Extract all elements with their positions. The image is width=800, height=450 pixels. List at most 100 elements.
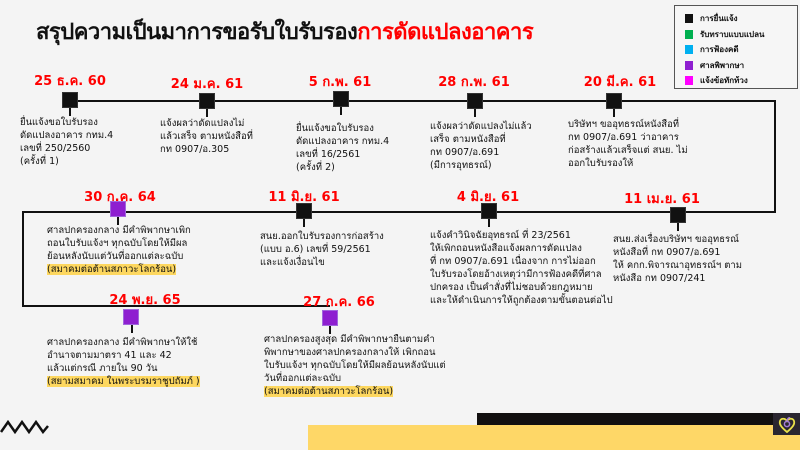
judgment-marker-icon: [322, 310, 338, 326]
title-highlight: การดัดแปลงอาคาร: [357, 20, 534, 45]
event-description: แจ้งผลว่าดัดแปลงไม่ แล้วเสร็จ ตามหนังสือ…: [160, 117, 253, 156]
event-date: 11 มิ.ย. 61: [268, 190, 340, 205]
event-date: 5 ก.พ. 61: [308, 75, 372, 90]
filing-marker-icon: [606, 93, 622, 109]
desc-line: สนย.ออกใบรับรองการก่อสร้าง: [260, 231, 384, 242]
filing-marker-icon: [481, 203, 497, 219]
legend-label: ศาลพิพากษา: [700, 60, 745, 70]
connector-tick: [303, 219, 305, 227]
judgment-marker-icon: [110, 201, 126, 217]
desc-line: แล้วเสร็จ ตามหนังสือที่: [160, 131, 253, 142]
purple-swatch-icon: [685, 60, 693, 70]
event-date: 30 ก.ค. 64: [84, 190, 156, 205]
desc-line: ปกครอง เป็นคำสั่งที่ไม่ชอบด้วยกฎหมาย: [430, 282, 593, 293]
legend-item-filing: การยื่นแจ้ง: [685, 11, 797, 27]
connector-tick: [474, 109, 476, 117]
desc-line: แล้วแต่กรณี ภายใน 90 วัน: [47, 363, 158, 374]
filing-marker-icon: [296, 203, 312, 219]
connector-tick: [117, 217, 119, 225]
desc-line: ออกใบรับรองให้: [568, 158, 634, 169]
zigzag-decoration-icon: [0, 419, 49, 434]
plaintiff-highlight: (สยามสมาคม ในพระบรมราชูปถัมภ์ ): [47, 376, 200, 387]
desc-line: ใบรับแจ้งฯ ทุกฉบับโดยให้มีผลย้อนหลังนับแ…: [264, 360, 446, 371]
plaintiff-highlight: (สมาคมต่อต้านสภาวะโลกร้อน): [47, 264, 177, 275]
filing-marker-icon: [199, 93, 215, 109]
black-swatch-icon: [685, 14, 693, 24]
legend-item-objection: แจ้งข้อทักท้วง: [685, 73, 797, 89]
footer-yellow-bar: [308, 425, 800, 450]
event-description: ศาลปกครองกลาง มีคำพิพากษาเพิก ถอนใบรับแจ…: [47, 224, 191, 276]
desc-line: แจ้งผลว่าดัดแปลงไม่แล้ว: [430, 121, 532, 132]
desc-line: กท 0907/อ.305: [160, 144, 230, 155]
event-date: 24 ม.ค. 61: [170, 77, 244, 92]
desc-line: ถอนใบรับแจ้งฯ ทุกฉบับโดยให้มีผล: [47, 238, 188, 249]
desc-line: และให้ดำเนินการให้ถูกต้องตามขั้นตอนต่อไป: [430, 295, 613, 306]
green-swatch-icon: [685, 29, 693, 39]
title-main: สรุปความเป็นมาการขอรับใบรับรอง: [36, 20, 358, 45]
desc-line: ให้เพิกถอนหนังสือแจ้งผลการดัดแปลง: [430, 243, 582, 254]
desc-line: แจ้งคำวินิจฉัยอุทธรณ์ ที่ 23/2561: [430, 230, 571, 241]
timeline-row3: [22, 305, 330, 307]
desc-line: ศาลปกครองกลาง มีคำพิพากษาเพิก: [47, 225, 191, 236]
desc-line: เลขที่ 16/2561: [296, 149, 361, 160]
desc-line: กท 0907/อ.691: [430, 147, 500, 158]
desc-line: ยื่นแจ้งขอใบรับรอง: [20, 117, 98, 128]
desc-line: และแจ้งเงื่อนไข: [260, 257, 325, 268]
filing-marker-icon: [670, 207, 686, 223]
event-description: บริษัทฯ ขออุทธรณ์หนังสือที่ กท 0907/อ.69…: [568, 118, 688, 170]
desc-line: ดัดแปลงอาคาร กทม.4: [20, 130, 114, 141]
desc-line: ศาลปกครองกลาง มีคำพิพากษาให้ใช้: [47, 337, 198, 348]
heart-logo-icon: [773, 413, 800, 435]
event-date: 4 มิ.ย. 61: [456, 190, 520, 205]
desc-line: หนังสือ กท 0907/241: [613, 273, 706, 284]
desc-line: สนย.ส่งเรื่องบริษัทฯ ขออุทธรณ์: [613, 234, 739, 245]
desc-line: พิพากษาของศาลปกครองกลางให้ เพิกถอน: [264, 347, 436, 358]
desc-line: แจ้งผลว่าดัดแปลงไม่: [160, 118, 245, 129]
legend-label: การยื่นแจ้ง: [700, 14, 738, 24]
desc-line: ยื่นแจ้งขอใบรับรอง: [296, 123, 374, 134]
connector-tick: [677, 223, 679, 231]
connector-tick: [69, 108, 71, 116]
event-description: แจ้งคำวินิจฉัยอุทธรณ์ ที่ 23/2561 ให้เพิ…: [430, 229, 613, 307]
desc-line: ก่อสร้างแล้วเสร็จแต่ สนย. ไม่: [568, 145, 688, 156]
desc-line: ที่ กท 0907/อ.691 เนื่องจาก การไม่ออก: [430, 256, 596, 267]
timeline-row2: [22, 211, 776, 213]
connector-tick: [340, 107, 342, 115]
event-date: 28 ก.พ. 61: [438, 75, 510, 90]
page-title: สรุปความเป็นมาการขอรับใบรับรองการดัดแปลง…: [36, 14, 534, 49]
connector-tick: [131, 325, 133, 333]
event-description: ศาลปกครองสูงสุด มีคำพิพากษายืนตามคำ พิพา…: [264, 333, 446, 398]
desc-line: อำนาจตามมาตรา 41 และ 42: [47, 350, 172, 361]
desc-line: (แบบ อ.6) เลขที่ 59/2561: [260, 244, 371, 255]
event-date: 25 ธ.ค. 60: [34, 74, 106, 89]
desc-line: ศาลปกครองสูงสุด มีคำพิพากษายืนตามคำ: [264, 334, 435, 345]
magenta-swatch-icon: [685, 76, 693, 86]
legend-label: แจ้งข้อทักท้วง: [700, 76, 748, 86]
desc-line: ให้ คกก.พิจารณาอุทธรณ์ฯ ตาม: [613, 260, 743, 271]
legend-label: รับทราบแบบแปลน: [700, 29, 765, 39]
desc-line: ย้อนหลังนับแต่วันที่ออกแต่ละฉบับ: [47, 251, 184, 262]
connector-tick: [488, 219, 490, 227]
desc-line: ดัดแปลงอาคาร กทม.4: [296, 136, 390, 147]
judgment-marker-icon: [123, 309, 139, 325]
desc-line: กท 0907/อ.691 ว่าอาคาร: [568, 132, 679, 143]
legend: การยื่นแจ้ง รับทราบแบบแปลน การฟ้องคดี ศา…: [674, 5, 798, 89]
desc-line: เสร็จ ตามหนังสือที่: [430, 134, 506, 145]
legend-label: การฟ้องคดี: [700, 45, 739, 55]
event-description: ยื่นแจ้งขอใบรับรอง ดัดแปลงอาคาร กทม.4 เล…: [296, 122, 389, 174]
desc-line: เลขที่ 250/2560: [20, 143, 91, 154]
event-date: 27 ก.ค. 66: [303, 295, 375, 310]
filing-marker-icon: [62, 92, 78, 108]
event-date: 20 มี.ค. 61: [583, 75, 657, 90]
event-description: ยื่นแจ้งขอใบรับรอง ดัดแปลงอาคาร กทม.4 เล…: [20, 116, 113, 168]
desc-line: ใบรับรองโดยอ้างเหตุว่ามีการฟ้องคดีที่ศาล: [430, 269, 602, 280]
connector-tick: [206, 109, 208, 117]
footer-dark-bar: [477, 413, 800, 426]
desc-line: วันที่ออกแต่ละฉบับ: [264, 373, 342, 384]
desc-line: บริษัทฯ ขออุทธรณ์หนังสือที่: [568, 119, 680, 130]
filing-marker-icon: [467, 93, 483, 109]
event-date: 11 เม.ย. 61: [624, 192, 700, 207]
filing-marker-icon: [333, 91, 349, 107]
desc-line: (ครั้งที่ 1): [20, 156, 59, 167]
event-description: ศาลปกครองกลาง มีคำพิพากษาให้ใช้ อำนาจตาม…: [47, 336, 200, 388]
